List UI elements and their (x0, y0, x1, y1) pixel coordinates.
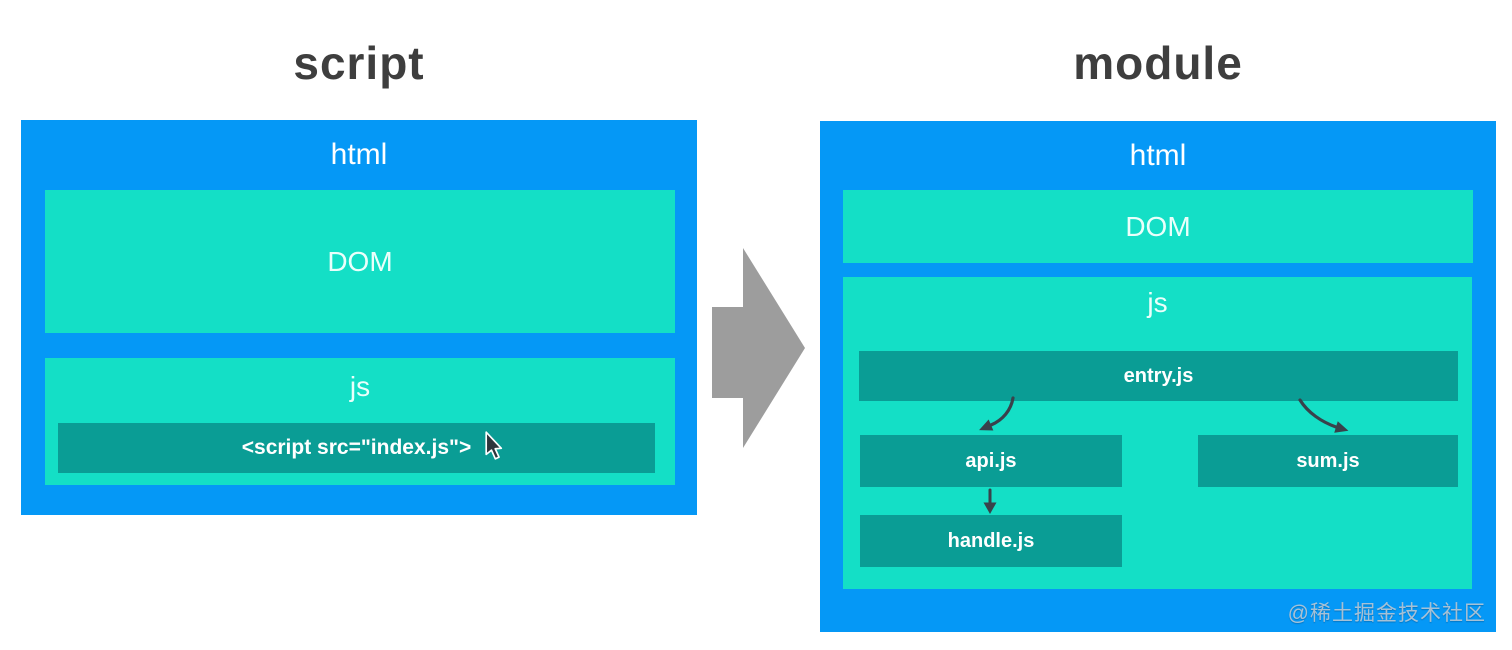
right-panel-title: module (1073, 37, 1243, 89)
entry-js-bar: entry.js (859, 351, 1458, 401)
left-panel-title: script (293, 37, 425, 89)
handle-js-bar: handle.js (860, 515, 1122, 567)
left-js-box: js <script src="index.js"> (45, 358, 675, 485)
left-html-label: html (330, 138, 388, 171)
left-dom-box: DOM (45, 190, 675, 333)
transform-arrow-icon (712, 248, 805, 448)
entry-to-api-arrow-icon (979, 396, 1015, 431)
right-html-label: html (1129, 139, 1187, 172)
right-js-label: js (1147, 287, 1168, 318)
left-script-tag-bar: <script src="index.js"> (58, 423, 655, 473)
api-js-bar: api.js (860, 435, 1122, 487)
sum-js-bar: sum.js (1198, 435, 1458, 487)
watermark: @稀土掘金技术社区 (1287, 602, 1486, 625)
left-dom-label: DOM (327, 245, 393, 277)
right-js-box: js entry.js api.js sum.js handle.js (843, 277, 1472, 589)
entry-to-sum-arrow-icon (1298, 398, 1349, 433)
mouse-cursor-icon (485, 431, 503, 460)
api-to-handle-arrow-icon (983, 488, 997, 514)
right-dom-label: DOM (1125, 210, 1191, 242)
left-html-box: html DOM js <script src="index.js"> (21, 120, 697, 515)
right-dom-box: DOM (843, 190, 1473, 263)
left-js-label: js (349, 371, 371, 402)
right-html-box: html DOM js entry.js api.js sum.js handl… (820, 121, 1496, 632)
